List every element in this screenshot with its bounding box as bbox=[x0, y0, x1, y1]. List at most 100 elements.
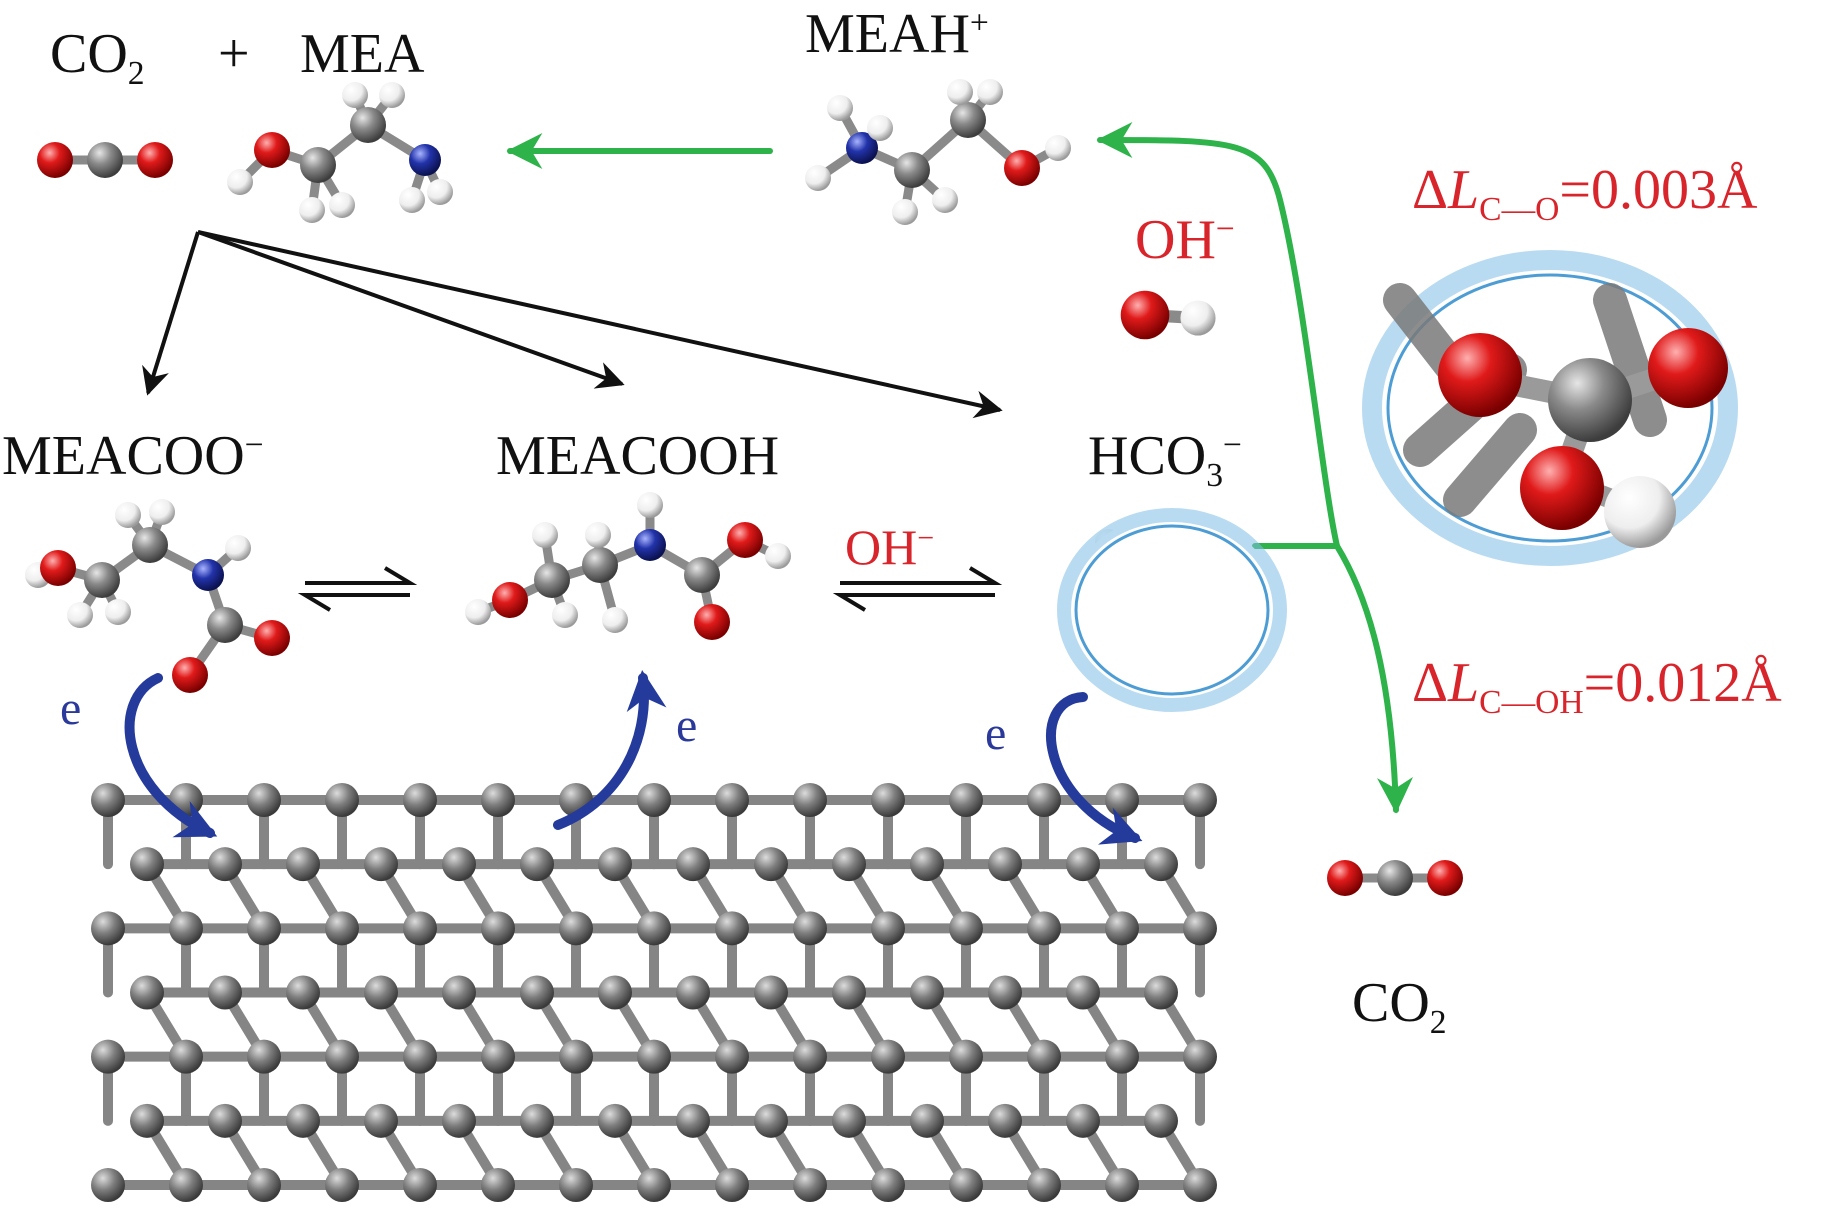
atom bbox=[552, 602, 578, 628]
mea-molecule bbox=[227, 82, 453, 223]
nanotube-atom bbox=[169, 1168, 203, 1202]
atom bbox=[399, 187, 425, 213]
nanotube-atom bbox=[1144, 1104, 1178, 1138]
bond-change-co: ΔLC—O=0.003Å bbox=[1412, 162, 1757, 226]
meacooh-molecule bbox=[465, 492, 791, 640]
atom bbox=[84, 562, 120, 598]
bond-change-coh-value: =0.012Å bbox=[1584, 652, 1782, 714]
atom bbox=[694, 604, 730, 640]
electron-label-3: e bbox=[985, 710, 1006, 758]
nanotube-atom bbox=[364, 1104, 398, 1138]
nanotube-atom bbox=[754, 1104, 788, 1138]
co2-product-text: CO bbox=[1352, 972, 1430, 1034]
nanotube-atom bbox=[949, 783, 983, 817]
atom bbox=[254, 132, 290, 168]
nanotube-atom bbox=[364, 976, 398, 1010]
bond-change-coh-symbol: L bbox=[1448, 652, 1479, 714]
meah-superscript: + bbox=[970, 5, 989, 42]
nanotube-atom bbox=[325, 1168, 359, 1202]
atom bbox=[115, 502, 141, 528]
co2-reactant-subscript: 2 bbox=[128, 55, 145, 92]
atom bbox=[727, 522, 763, 558]
atom bbox=[894, 152, 930, 188]
atom bbox=[329, 192, 355, 218]
molecules bbox=[25, 79, 1463, 896]
nanotube-atom bbox=[637, 1168, 671, 1202]
nanotube-atom bbox=[364, 847, 398, 881]
nanotube-atom bbox=[325, 1040, 359, 1074]
atom bbox=[1121, 291, 1170, 340]
nanotube-atom bbox=[208, 1104, 242, 1138]
nanotube-atom bbox=[286, 1104, 320, 1138]
nanotube-atom bbox=[130, 1104, 164, 1138]
atom bbox=[87, 142, 123, 178]
nanotube-atom bbox=[949, 1040, 983, 1074]
atom bbox=[40, 550, 76, 586]
hco3-superscript: − bbox=[1223, 427, 1242, 464]
nanotube-atom bbox=[637, 911, 671, 945]
atom bbox=[409, 144, 441, 176]
nanotube-atom bbox=[910, 1104, 944, 1138]
black-arrows bbox=[148, 232, 1000, 410]
hydroxide-mid-label: OH− bbox=[845, 522, 934, 572]
nanotube-atom bbox=[1066, 1104, 1100, 1138]
electron-label-2: e bbox=[676, 702, 697, 750]
bond-change-coh-delta: Δ bbox=[1412, 652, 1448, 714]
nanotube-atom bbox=[403, 1040, 437, 1074]
nanotube-atom bbox=[91, 911, 125, 945]
hydroxide-top-superscript: − bbox=[1216, 211, 1235, 248]
nanotube-atom bbox=[247, 1040, 281, 1074]
atom bbox=[867, 115, 893, 141]
nanotube-atom bbox=[793, 783, 827, 817]
atom bbox=[1520, 446, 1604, 530]
co2-product-subscript: 2 bbox=[1430, 1004, 1447, 1041]
co2-reactant-label: CO2 bbox=[50, 26, 145, 90]
nanotube-atom bbox=[286, 847, 320, 881]
hydroxide-mid-superscript: − bbox=[917, 522, 934, 555]
bond-change-coh: ΔLC—OH=0.012Å bbox=[1412, 655, 1782, 719]
nanotube-atom bbox=[91, 783, 125, 817]
meah-label: MEAH+ bbox=[805, 6, 989, 62]
nanotube-atom bbox=[1183, 911, 1217, 945]
nanotube-atom bbox=[481, 911, 515, 945]
nanotube-atom bbox=[637, 783, 671, 817]
atom bbox=[350, 107, 386, 143]
hydroxide-top-label: OH− bbox=[1135, 212, 1235, 268]
nanotube-atom bbox=[1027, 1168, 1061, 1202]
nanotube-atom bbox=[793, 1168, 827, 1202]
atom bbox=[805, 165, 831, 191]
nanotube-atom bbox=[403, 911, 437, 945]
atom bbox=[172, 657, 208, 693]
hco3-text: HCO bbox=[1088, 425, 1206, 487]
atom bbox=[1648, 328, 1728, 408]
nanotube-atom bbox=[832, 976, 866, 1010]
arrow-to-carbamic-acid bbox=[198, 232, 622, 384]
nanotube-atom bbox=[715, 1168, 749, 1202]
atom bbox=[827, 95, 853, 121]
atom bbox=[1427, 860, 1463, 896]
meacooh-label: MEACOOH bbox=[496, 428, 779, 484]
nanotube-atom bbox=[1183, 1040, 1217, 1074]
meah-molecule bbox=[805, 79, 1071, 225]
atom bbox=[1180, 300, 1215, 335]
carbon-nanotube bbox=[91, 783, 1217, 1202]
nanotube-atom bbox=[91, 1168, 125, 1202]
nanotube-atom bbox=[988, 976, 1022, 1010]
atom bbox=[585, 522, 611, 548]
atom bbox=[977, 79, 1003, 105]
nanotube-atom bbox=[988, 1104, 1022, 1138]
nanotube-atom bbox=[559, 1040, 593, 1074]
nanotube-atom bbox=[598, 1104, 632, 1138]
atom bbox=[582, 547, 618, 583]
nanotube-atom bbox=[520, 1104, 554, 1138]
nanotube-atom bbox=[247, 911, 281, 945]
atom bbox=[765, 543, 791, 569]
nanotube-atom bbox=[1105, 911, 1139, 945]
hco3-subscript: 3 bbox=[1206, 457, 1223, 494]
atom bbox=[534, 562, 570, 598]
nanotube-atom bbox=[520, 976, 554, 1010]
atom bbox=[602, 607, 628, 633]
meacoo-molecule bbox=[25, 499, 290, 693]
nanotube-atom bbox=[481, 783, 515, 817]
